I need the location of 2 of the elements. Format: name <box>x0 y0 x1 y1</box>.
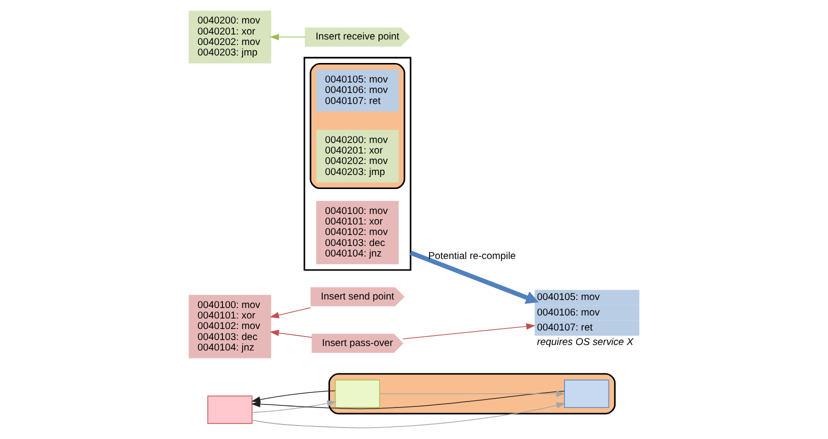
node-label: requires OS service X <box>536 337 634 348</box>
edge-label: Potential re-compile <box>428 250 516 262</box>
